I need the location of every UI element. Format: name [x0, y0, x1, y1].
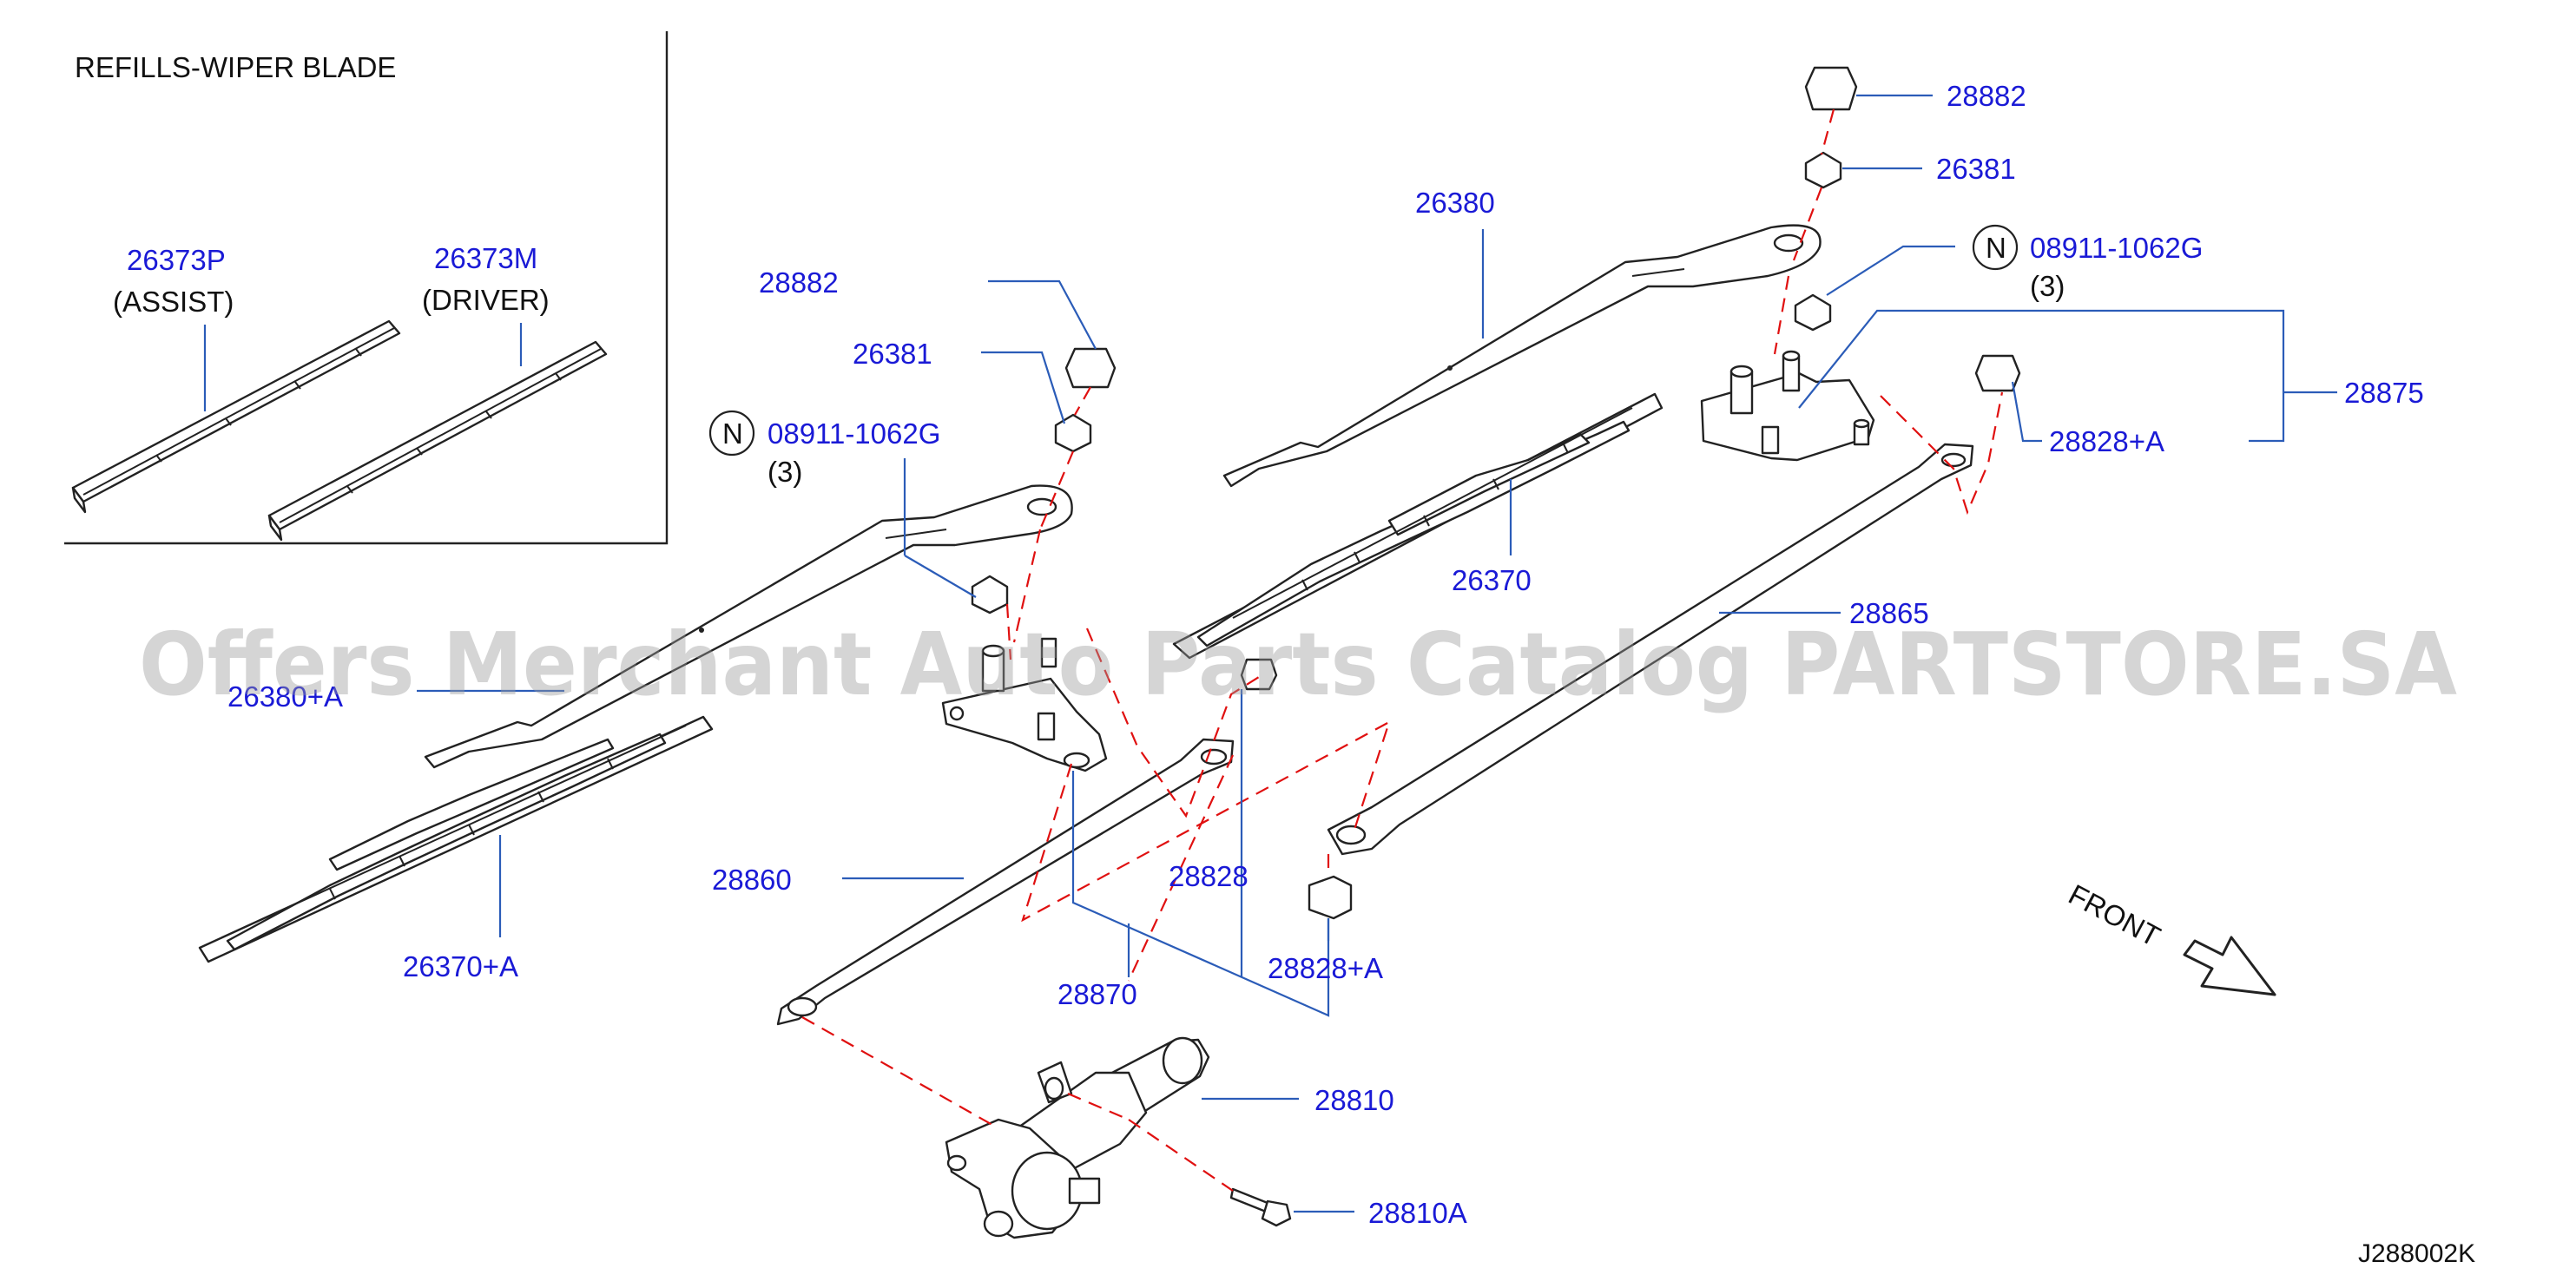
front-indicator: FRONT	[2064, 878, 2276, 996]
inset-title: REFILLS-WIPER BLADE	[75, 51, 396, 83]
refill-assist-drawing	[71, 319, 401, 514]
nut-symbol-right: N	[1972, 224, 2019, 271]
part-label-26370[interactable]: 26370	[1452, 564, 1532, 596]
part-label-26373p[interactable]: 26373P	[127, 244, 226, 276]
part-label-26370a[interactable]: 26370+A	[403, 950, 518, 982]
wiper-blade-26370a-drawing	[198, 715, 714, 963]
leader-28875	[1798, 309, 2285, 443]
right-pivot-drawing	[1700, 66, 1875, 462]
link-28860-drawing	[776, 738, 1235, 1026]
nut-symbol-left-letter: N	[722, 417, 743, 450]
leader-28828a-top	[2011, 381, 2042, 443]
part-label-26381-left[interactable]: 26381	[853, 338, 932, 370]
refill-driver-drawing	[267, 340, 608, 542]
diagram-code: J288002K	[2358, 1239, 2475, 1268]
part-label-28882-top[interactable]: 28882	[1947, 80, 2026, 112]
cap-28828a-top-drawing	[1974, 354, 2021, 392]
leader-28870-bracket	[1071, 771, 1330, 1017]
cap-28882-left-drawing	[1064, 347, 1117, 389]
nut-symbol-left: N	[708, 410, 755, 457]
nut-08911-right-drawing	[1794, 293, 1832, 332]
part-label-08911-right[interactable]: 08911-1062G	[2030, 232, 2203, 264]
part-label-28870[interactable]: 28870	[1057, 978, 1137, 1010]
part-label-28882-left[interactable]: 28882	[759, 266, 839, 299]
wiper-arm-26380-drawing	[1222, 224, 1822, 488]
wiper-arm-26380a-drawing	[424, 484, 1073, 769]
front-label: FRONT	[2064, 878, 2166, 953]
part-label-28860[interactable]: 28860	[712, 864, 792, 896]
inset-frame	[64, 31, 669, 545]
part-label-28828a-bottom[interactable]: 28828+A	[1268, 952, 1383, 984]
cap-28882-top-drawing	[1804, 66, 1858, 111]
part-label-28828[interactable]: 28828	[1169, 860, 1248, 892]
front-arrow-icon	[2183, 936, 2276, 996]
leader-lines	[417, 94, 2337, 1213]
refills-inset: REFILLS-WIPER BLADE 26373P (ASSIST) 2637…	[64, 31, 669, 545]
motor-28810-drawing	[945, 1036, 1210, 1239]
left-pivot-drawing	[941, 347, 1117, 772]
part-label-08911-left[interactable]: 08911-1062G	[768, 417, 940, 450]
bolt-28810a-drawing	[1229, 1187, 1292, 1227]
part-label-26380[interactable]: 26380	[1415, 187, 1495, 219]
link-28865-drawing	[1327, 443, 1974, 856]
assist-note: (ASSIST)	[113, 286, 234, 318]
watermark: Offers Merchant Auto Parts Catalog PARTS…	[139, 614, 2457, 715]
part-label-26381-top[interactable]: 26381	[1936, 153, 2016, 185]
part-label-28810[interactable]: 28810	[1314, 1084, 1394, 1116]
qty-08911-left: (3)	[768, 456, 802, 488]
part-label-28875[interactable]: 28875	[2344, 377, 2424, 409]
driver-note: (DRIVER)	[422, 284, 550, 316]
nut-26381-top-drawing	[1804, 151, 1842, 189]
part-label-28865[interactable]: 28865	[1849, 597, 1929, 629]
nut-08911-left-drawing	[971, 575, 1009, 614]
qty-08911-right: (3)	[2030, 270, 2065, 302]
leader-26381-left	[981, 351, 1066, 424]
wiper-blade-26370-drawing	[1172, 392, 1664, 660]
part-label-28828a-top[interactable]: 28828+A	[2049, 425, 2164, 457]
nut-symbol-right-letter: N	[1986, 232, 2006, 264]
bushing-28828a-bottom-drawing	[1308, 875, 1353, 920]
leader-28882-left	[988, 279, 1097, 350]
nut-26381-left-drawing	[1054, 413, 1092, 453]
part-label-28810a[interactable]: 28810A	[1368, 1197, 1467, 1229]
leader-08911-right	[1826, 245, 1955, 296]
assembly-guide-lines	[801, 108, 2004, 1192]
part-label-26373m[interactable]: 26373M	[434, 242, 537, 274]
part-label-26380a[interactable]: 26380+A	[227, 680, 343, 713]
